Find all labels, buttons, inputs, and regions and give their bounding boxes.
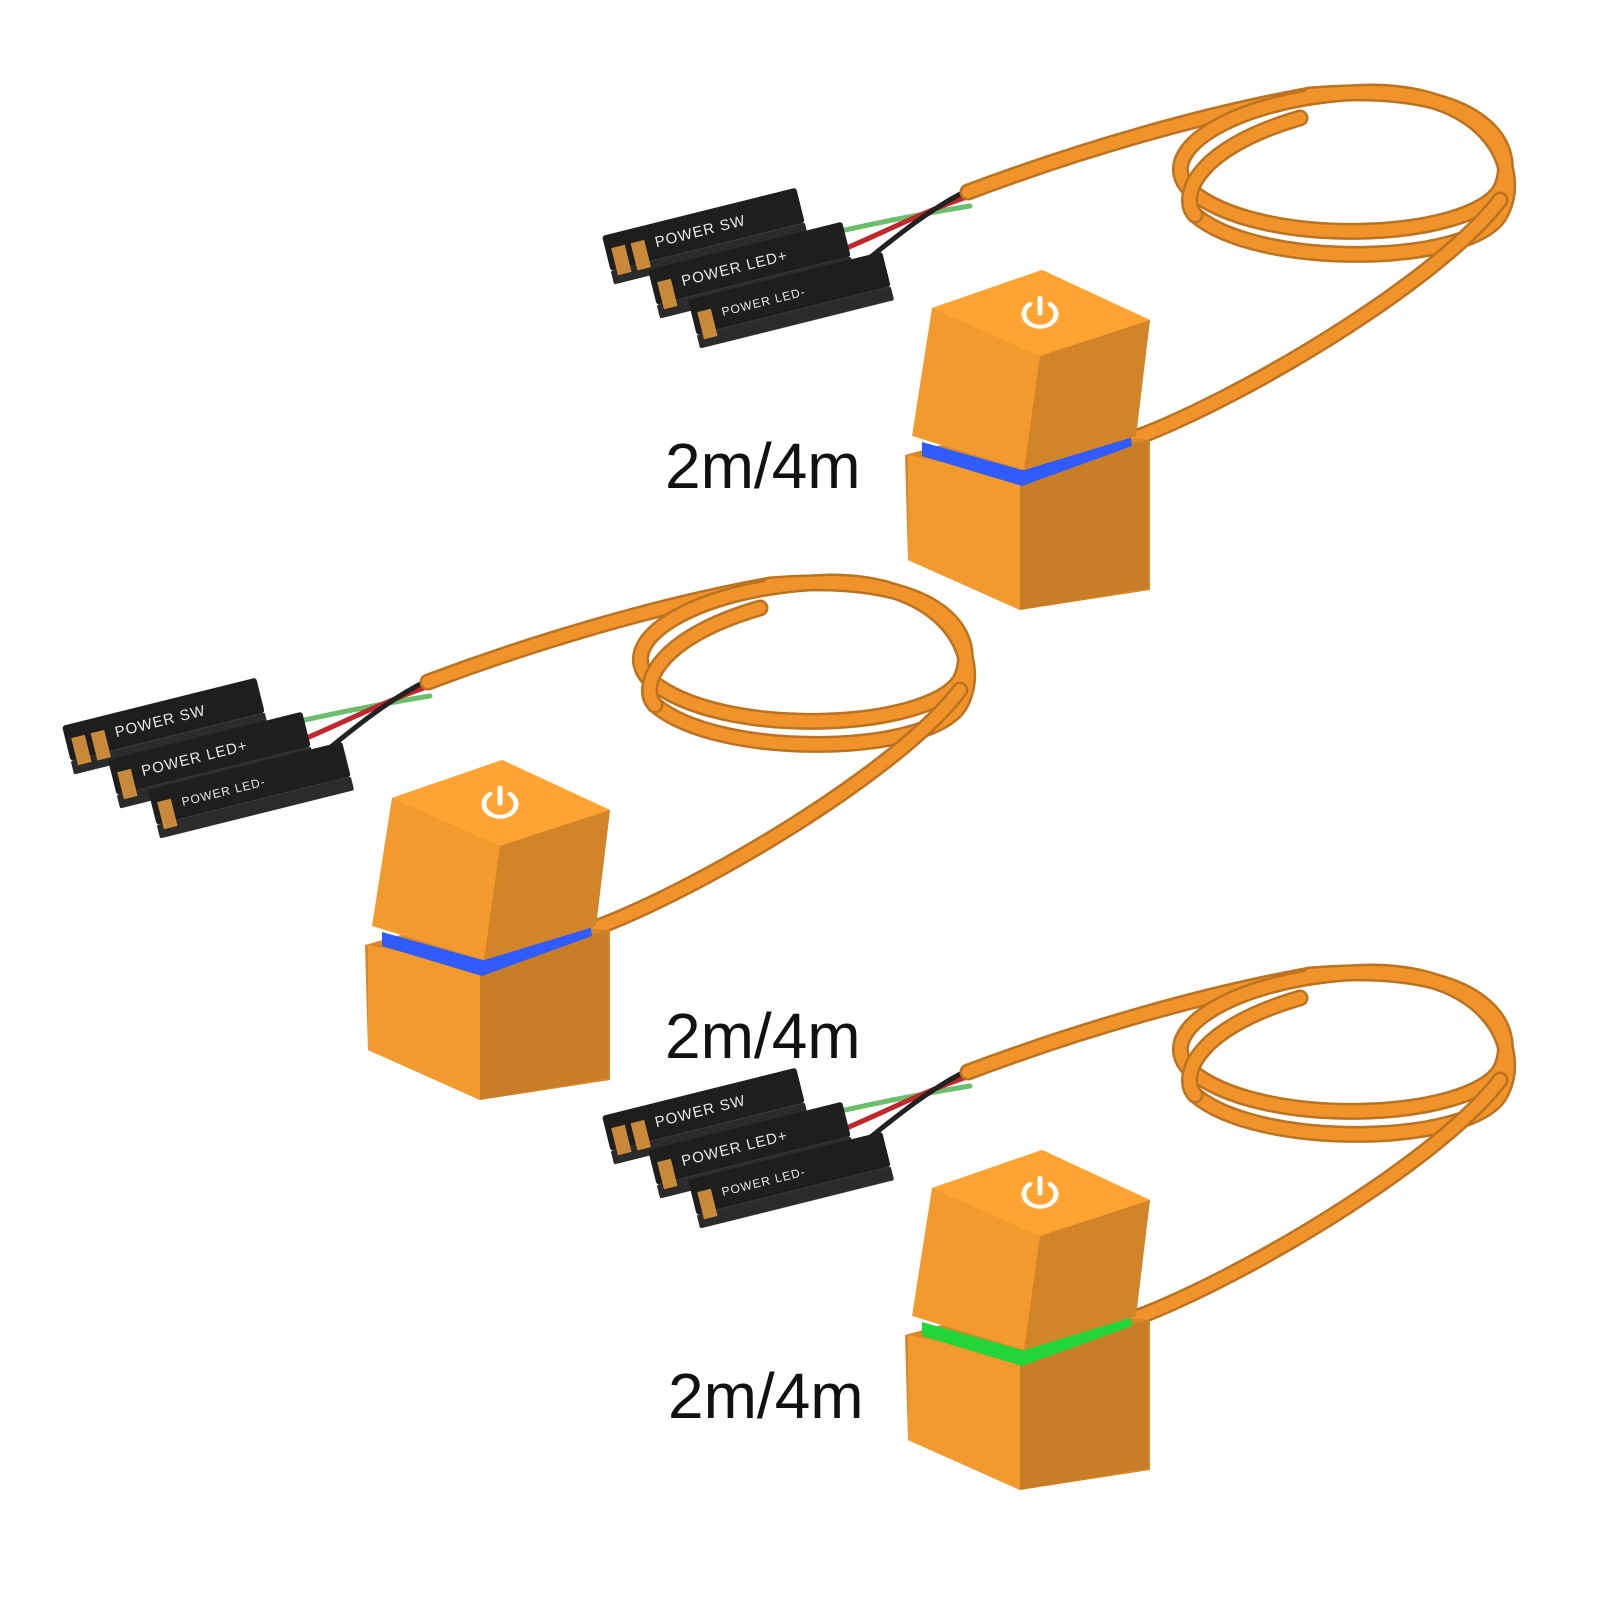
connector-pin: [611, 244, 632, 276]
led-ring: [382, 922, 592, 976]
connector-body: [108, 712, 311, 795]
connector-pin: [71, 734, 92, 766]
length-label-1: 2m/4m: [665, 430, 861, 502]
cable-2: [1183, 992, 1306, 1101]
connector-body: [648, 1102, 851, 1185]
cable-2: [643, 602, 766, 711]
power-icon-arc: [481, 791, 519, 819]
connector-body: [688, 1132, 891, 1215]
connector-side: [697, 1166, 894, 1229]
connector-body: [648, 222, 851, 305]
connector-3: POWER LED-: [148, 742, 354, 839]
base-side: [1020, 1320, 1148, 1490]
power-icon-arc: [1021, 1181, 1059, 1209]
keycap-side: [1024, 320, 1150, 470]
cable-3: [1124, 1074, 1506, 1326]
power-icon: [1021, 1175, 1059, 1209]
keycap-side: [484, 810, 610, 960]
connector-3: POWER LED-: [688, 1132, 894, 1229]
connector-pin: [630, 1119, 651, 1151]
connector-3: POWER LED-: [688, 252, 894, 349]
keycap-button: [365, 760, 610, 1100]
connector-side: [697, 286, 894, 349]
base-front: [908, 455, 1020, 610]
connector-side: [157, 776, 354, 839]
connector-pin: [611, 1124, 632, 1156]
keycap-side: [1024, 1200, 1150, 1350]
connector-pin: [657, 278, 678, 310]
cable-1: [1174, 85, 1514, 261]
led-ring: [922, 1312, 1132, 1366]
base-front: [368, 945, 480, 1100]
led-ring: [922, 432, 1132, 486]
connector-body: [62, 678, 265, 761]
keycap-button: [905, 1150, 1150, 1490]
cable-3: [1124, 194, 1506, 446]
cable-2: [1183, 112, 1306, 221]
connector-body: [688, 252, 891, 335]
base-side: [1020, 440, 1148, 610]
cable-1: [634, 575, 974, 751]
length-label-3: 2m/4m: [668, 1360, 864, 1432]
connector-pin: [157, 798, 178, 830]
connector-pin: [697, 1188, 718, 1220]
connector-pin: [117, 768, 138, 800]
base-side: [480, 930, 608, 1100]
keycap-button: [905, 270, 1150, 610]
base-front: [908, 1335, 1020, 1490]
connector-pin: [657, 1158, 678, 1190]
connector-pin: [697, 308, 718, 340]
connector-body: [148, 742, 351, 825]
power-icon: [1021, 295, 1059, 329]
cable-3: [584, 684, 966, 936]
connector-body: [602, 1068, 805, 1151]
connector-body: [602, 188, 805, 271]
cable-1: [1174, 965, 1514, 1141]
connector-pin: [90, 729, 111, 761]
power-icon-arc: [1021, 301, 1059, 329]
connector-pin: [630, 239, 651, 271]
length-label-2: 2m/4m: [665, 1000, 861, 1072]
power-icon: [481, 785, 519, 819]
